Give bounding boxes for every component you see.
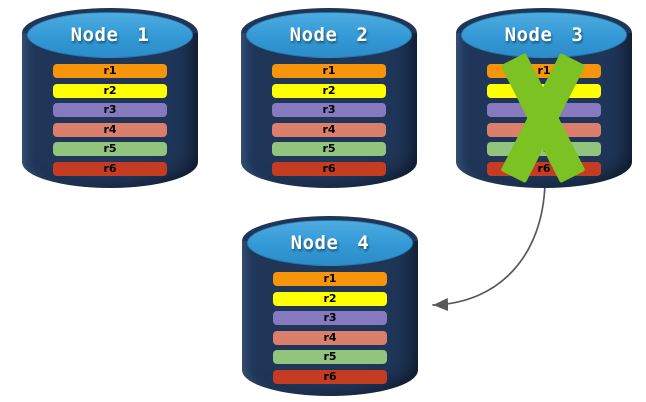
cylinder-top: Node 2 bbox=[246, 12, 412, 58]
record-bar-r2: r2 bbox=[487, 83, 601, 98]
record-bar-r1: r1 bbox=[53, 64, 167, 78]
record-bar-r3: r3 bbox=[487, 103, 601, 117]
record-bar-r1: r1 bbox=[272, 64, 386, 78]
record-list: r1 r2 r3 r4 r5 r6 bbox=[53, 64, 167, 176]
record-label: r5 bbox=[537, 142, 551, 155]
record-label: r1 bbox=[537, 64, 551, 77]
record-label: r4 bbox=[537, 122, 551, 136]
record-label: r6 bbox=[537, 161, 551, 175]
record-label: r4 bbox=[103, 122, 117, 136]
record-label: r2 bbox=[322, 83, 336, 97]
db-node-3: Node 3 r1 r2 r3 r4 r5 r6 bbox=[456, 8, 632, 188]
cylinder-top: Node 4 bbox=[247, 220, 413, 266]
record-label: r2 bbox=[103, 83, 117, 97]
record-label: r6 bbox=[103, 161, 117, 175]
db-node-1: Node 1 r1 r2 r3 r4 r5 r6 bbox=[22, 8, 198, 188]
record-bar-r1: r1 bbox=[273, 272, 387, 286]
node-label: Node 4 bbox=[290, 232, 370, 254]
record-label: r1 bbox=[322, 64, 336, 77]
record-label: r6 bbox=[322, 161, 336, 175]
record-bar-r4: r4 bbox=[53, 122, 167, 137]
record-bar-r4: r4 bbox=[273, 330, 387, 345]
record-bar-r4: r4 bbox=[487, 122, 601, 137]
record-list: r1 r2 r3 r4 r5 r6 bbox=[273, 272, 387, 384]
record-label: r1 bbox=[323, 272, 337, 285]
record-label: r5 bbox=[322, 142, 336, 155]
record-label: r3 bbox=[323, 311, 337, 324]
record-bar-r6: r6 bbox=[53, 161, 167, 176]
record-label: r6 bbox=[323, 369, 337, 383]
record-bar-r2: r2 bbox=[272, 83, 386, 98]
record-bar-r2: r2 bbox=[273, 291, 387, 306]
record-label: r5 bbox=[103, 142, 117, 155]
record-label: r4 bbox=[323, 330, 337, 344]
db-node-4: Node 4 r1 r2 r3 r4 r5 r6 bbox=[242, 216, 418, 396]
record-bar-r1: r1 bbox=[487, 64, 601, 78]
record-bar-r4: r4 bbox=[272, 122, 386, 137]
cylinder-top: Node 1 bbox=[27, 12, 193, 58]
record-bar-r5: r5 bbox=[273, 350, 387, 364]
arrow-curve bbox=[432, 182, 546, 312]
record-bar-r6: r6 bbox=[487, 161, 601, 176]
node-label: Node 3 bbox=[504, 24, 584, 46]
db-node-2: Node 2 r1 r2 r3 r4 r5 r6 bbox=[241, 8, 417, 188]
record-label: r4 bbox=[322, 122, 336, 136]
record-bar-r3: r3 bbox=[273, 311, 387, 325]
record-label: r3 bbox=[322, 103, 336, 116]
record-label: r5 bbox=[323, 350, 337, 363]
cylinder-top: Node 3 bbox=[461, 12, 627, 58]
record-bar-r2: r2 bbox=[53, 83, 167, 98]
record-bar-r5: r5 bbox=[272, 142, 386, 156]
node-label: Node 2 bbox=[289, 24, 369, 46]
record-bar-r3: r3 bbox=[53, 103, 167, 117]
record-bar-r5: r5 bbox=[53, 142, 167, 156]
record-bar-r6: r6 bbox=[272, 161, 386, 176]
record-label: r2 bbox=[323, 291, 337, 305]
node-label: Node 1 bbox=[70, 24, 150, 46]
record-bar-r3: r3 bbox=[272, 103, 386, 117]
record-label: r3 bbox=[537, 103, 551, 116]
record-bar-r5: r5 bbox=[487, 142, 601, 156]
record-list: r1 r2 r3 r4 r5 r6 bbox=[487, 64, 601, 176]
record-label: r1 bbox=[103, 64, 117, 77]
record-label: r3 bbox=[103, 103, 117, 116]
record-label: r2 bbox=[537, 83, 551, 97]
record-bar-r6: r6 bbox=[273, 369, 387, 384]
record-list: r1 r2 r3 r4 r5 r6 bbox=[272, 64, 386, 176]
